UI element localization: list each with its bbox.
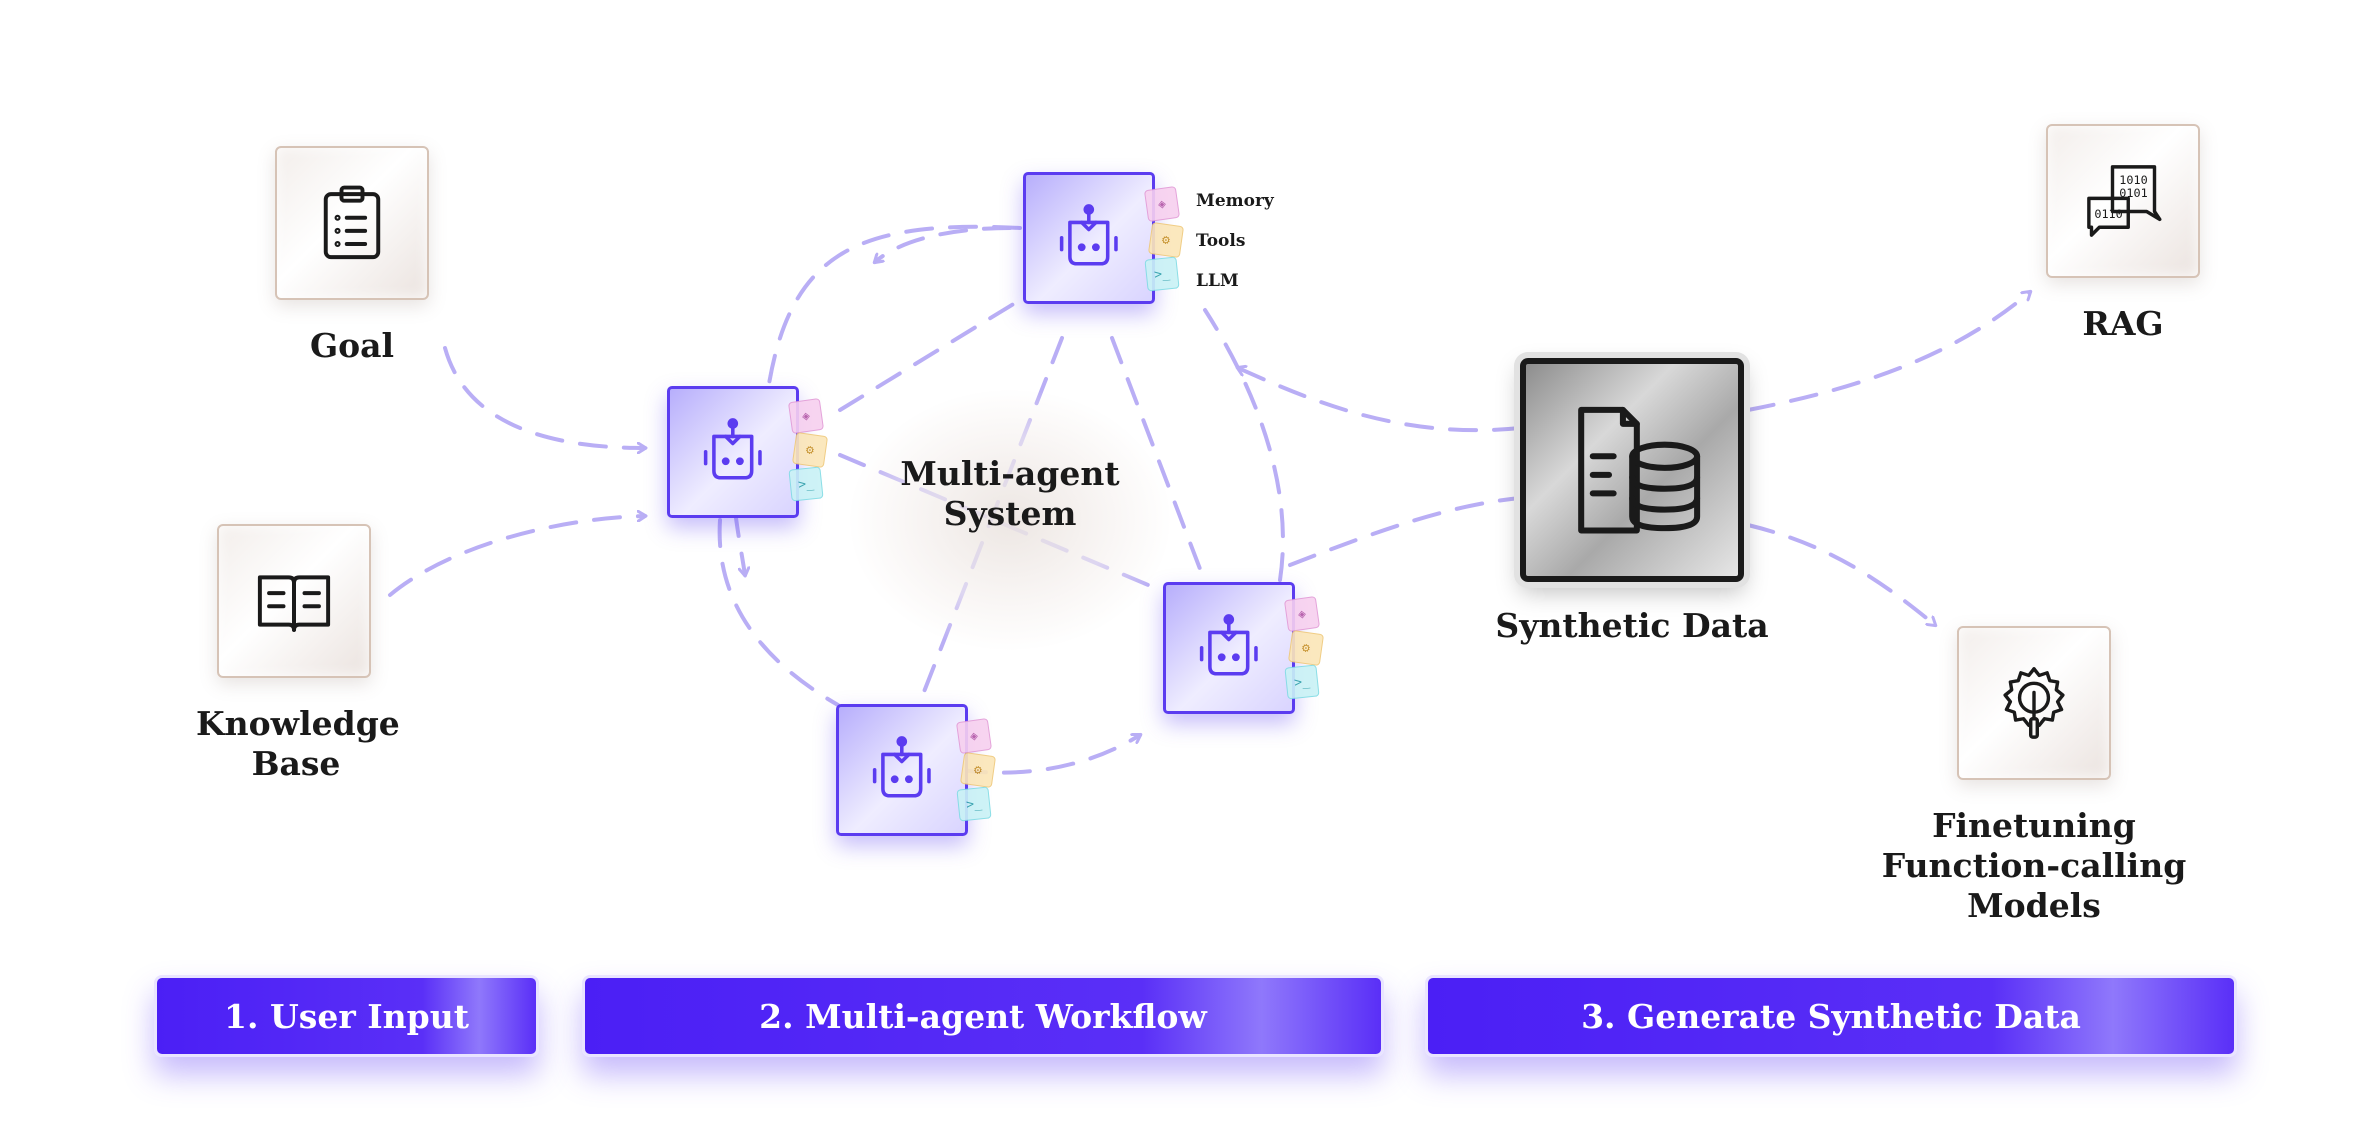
- agent-right-llm-chip: >_: [1284, 664, 1320, 700]
- agent-left-llm-chip: >_: [788, 466, 824, 502]
- rag-tile: 1010 0101 0110: [2046, 124, 2200, 278]
- multi-agent-system-label: Multi-agent System: [900, 454, 1120, 533]
- agent-left-tools-chip: ⚙: [791, 431, 829, 469]
- document-database-icon: [1577, 406, 1700, 534]
- knowledge-base-tile: [217, 524, 371, 678]
- svg-text:0101: 0101: [2119, 186, 2147, 200]
- open-book-icon: [257, 575, 331, 632]
- agent-top-tools-chip: ⚙: [1147, 221, 1185, 259]
- goal-label: Goal: [309, 326, 395, 365]
- arrow-left-to-bottom: [717, 518, 840, 707]
- robot-icon: [704, 418, 762, 480]
- agent-node-top: [1023, 172, 1155, 304]
- phase-generate-synthetic-data-label: 3. Generate Synthetic Data: [1581, 996, 2081, 1036]
- phase-multi-agent-workflow: 2. Multi-agent Workflow: [582, 975, 1384, 1057]
- arrow-right-to-top: [1203, 308, 1285, 582]
- arrow-top-to-left-head: [875, 226, 1012, 262]
- agent-top-memory-chip: ◈: [1143, 185, 1181, 223]
- phase-multi-agent-workflow-label: 2. Multi-agent Workflow: [759, 996, 1207, 1036]
- svg-text:0110: 0110: [2094, 207, 2122, 221]
- svg-text:1010: 1010: [2119, 173, 2147, 187]
- finetuning-tile: [1957, 626, 2111, 780]
- robot-icon: [1060, 204, 1118, 266]
- arrow-kb-to-agent: [388, 516, 645, 597]
- finetuning-label: Finetuning Function-calling Models: [1881, 806, 2187, 925]
- agent-node-right: [1163, 582, 1295, 714]
- memory-label: Memory: [1196, 191, 1274, 211]
- agent-node-bottom: [836, 704, 968, 836]
- arrow-synthetic-to-agent: [1238, 368, 1522, 433]
- binary-chat-icon: 1010 0101 0110: [2087, 165, 2162, 237]
- arrow-synthetic-to-rag: [1746, 292, 2030, 412]
- llm-label: LLM: [1196, 271, 1239, 291]
- arrow-goal-to-agent: [443, 346, 645, 448]
- agent-bottom-tools-chip: ⚙: [959, 751, 997, 789]
- agent-bottom-memory-chip: ◈: [955, 717, 993, 755]
- agent-bottom-llm-chip: >_: [956, 786, 992, 822]
- arrow-top-to-left-arc: [766, 224, 1022, 392]
- center-glow: [850, 390, 1170, 650]
- knowledge-base-label: Knowledge Base: [196, 704, 400, 783]
- robot-icon: [873, 736, 931, 798]
- phase-user-input-label: 1. User Input: [224, 996, 469, 1036]
- gear-wrench-icon: [2003, 667, 2065, 739]
- synthetic-data-label: Synthetic Data: [1495, 606, 1769, 645]
- arrow-right-agent-to-synthetic: [1288, 496, 1522, 567]
- rag-label: RAG: [2082, 304, 2164, 343]
- arrow-left-down-head: [733, 508, 745, 575]
- agent-right-tools-chip: ⚙: [1287, 629, 1325, 667]
- clipboard-icon: [323, 185, 381, 260]
- phase-user-input: 1. User Input: [154, 975, 539, 1057]
- agent-right-memory-chip: ◈: [1283, 595, 1321, 633]
- synthetic-data-tile: [1520, 358, 1744, 582]
- agent-left-memory-chip: ◈: [787, 397, 825, 435]
- tools-label: Tools: [1196, 231, 1246, 251]
- goal-tile: [275, 146, 429, 300]
- phase-generate-synthetic-data: 3. Generate Synthetic Data: [1425, 975, 2237, 1057]
- agent-top-llm-chip: >_: [1144, 256, 1180, 292]
- agent-node-left: [667, 386, 799, 518]
- robot-icon: [1200, 614, 1258, 676]
